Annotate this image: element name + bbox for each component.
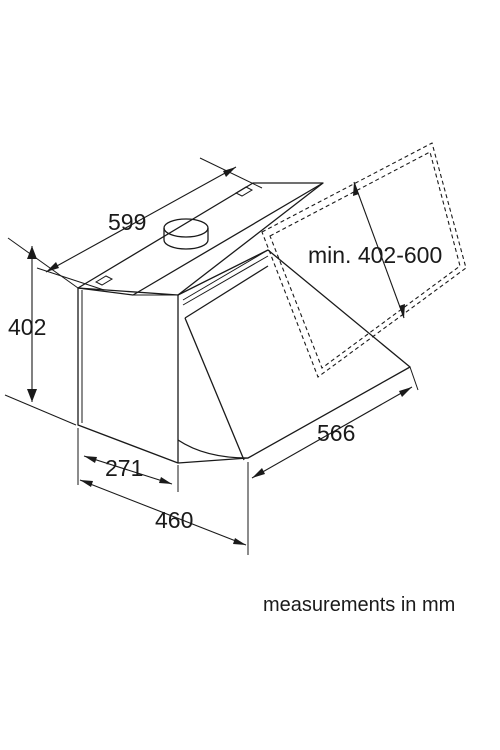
dimension-total-depth: 460 bbox=[79, 462, 249, 555]
chimney-dashed-outline bbox=[261, 142, 467, 378]
chimney-width-label: 566 bbox=[317, 420, 355, 446]
measurement-unit-caption: measurements in mm bbox=[263, 594, 456, 616]
front-depth-label: 271 bbox=[105, 455, 143, 481]
chimney-height-label: min. 402-600 bbox=[308, 242, 442, 268]
dimension-chimney-height: min. 402-600 bbox=[308, 181, 442, 319]
dimension-width: 599 bbox=[36, 157, 263, 291]
hood-body bbox=[77, 182, 411, 464]
dimension-front-depth: 271 bbox=[77, 428, 179, 492]
height-label: 402 bbox=[8, 314, 46, 340]
dimension-chimney-width: 566 bbox=[251, 366, 419, 479]
dimension-height: 402 bbox=[4, 237, 79, 426]
duct-outlet bbox=[163, 218, 209, 250]
total-depth-label: 460 bbox=[155, 507, 193, 533]
width-label: 599 bbox=[108, 209, 146, 235]
